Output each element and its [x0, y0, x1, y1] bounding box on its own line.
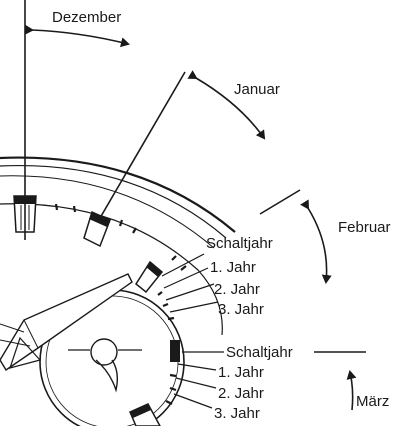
label-january: Januar: [234, 81, 280, 98]
label-december: Dezember: [52, 9, 121, 26]
arrow-january: [187, 70, 266, 140]
arrow-december: [24, 24, 130, 48]
minute-ticks: [54, 203, 187, 405]
main-hand: [0, 273, 133, 371]
label-year3-lower: 3. Jahr: [214, 405, 260, 422]
label-leap-year-lower: Schaltjahr: [226, 344, 293, 361]
label-year1-lower: 1. Jahr: [218, 364, 264, 381]
label-february: Februar: [338, 219, 391, 236]
subdial-hand: [68, 338, 142, 393]
label-year3-upper: 3. Jahr: [218, 301, 264, 318]
arrow-march: [346, 370, 357, 411]
january-pointer-line: [99, 71, 186, 219]
arrow-february: [300, 199, 332, 284]
february-pointer-line: [259, 189, 301, 215]
label-leap-year-upper: Schaltjahr: [206, 235, 273, 252]
label-year1-upper: 1. Jahr: [210, 259, 256, 276]
label-year2-lower: 2. Jahr: [218, 385, 264, 402]
leader-lines: [161, 253, 224, 409]
label-year2-upper: 2. Jahr: [214, 281, 260, 298]
hour-markers: [13, 195, 180, 427]
label-march: März: [356, 393, 389, 410]
